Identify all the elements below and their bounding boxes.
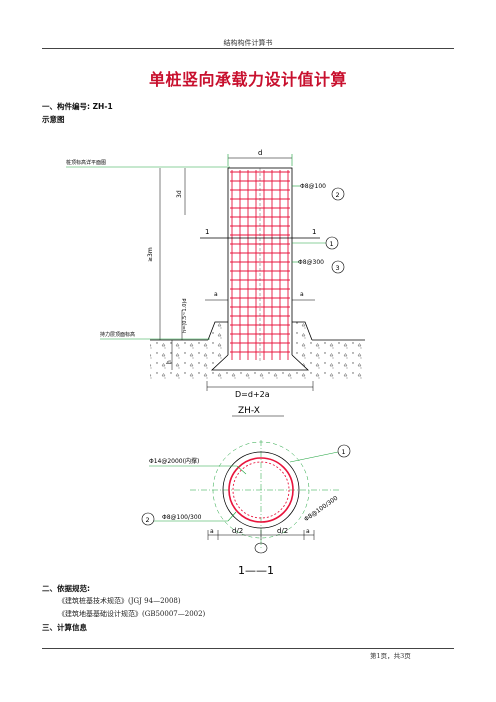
page-title: 单桩竖向承载力设计值计算 <box>148 70 347 89</box>
rebar-label-3: Φ8@300 <box>298 259 324 266</box>
reference-1: 《建筑桩基技术规范》(JGJ 94—2008) <box>58 597 181 605</box>
callout-2: 2 <box>336 191 340 199</box>
section-dim-a2: a <box>306 528 310 535</box>
section-dim-d2: d/2 <box>277 527 288 535</box>
section-main-label: Φ14@2000(内撑) <box>149 457 199 465</box>
dim-a-right: a <box>300 291 304 298</box>
stirrup-ring <box>228 457 294 523</box>
bearing-layer-label: 持力层顶面标高 <box>100 331 135 338</box>
section-callout-2-circle <box>141 512 155 526</box>
dim-d-label: d <box>258 149 262 157</box>
dim-3d: 3d <box>176 190 183 198</box>
dim-3m: ≥3m <box>147 247 154 262</box>
section-dim-a1: a <box>210 528 214 535</box>
section-3-heading: 三、计算信息 <box>42 623 87 632</box>
callout-1-circle <box>325 236 339 250</box>
main-bar-ring <box>232 461 290 519</box>
section-mark-left: 1 <box>205 228 209 236</box>
section-callout-1-circle <box>337 444 351 458</box>
dim-lower: h=(0.5~1.0)d <box>182 298 188 333</box>
callout-3-circle <box>331 260 345 274</box>
header-divider <box>42 48 454 49</box>
section-side-label: Φ8@100/300 <box>162 514 202 521</box>
pile-top-label: 桩顶标高详平面图 <box>66 159 106 166</box>
pile-outline-circle <box>222 451 300 529</box>
dim-h: h <box>166 360 173 364</box>
rebar-cage <box>231 170 289 360</box>
section-name-label: 1——1 <box>238 564 274 577</box>
rebar-label-1: Φ8@100 <box>300 183 326 190</box>
callout-3: 3 <box>336 264 340 272</box>
pile-name-label: ZH-X <box>238 406 260 416</box>
section-mark-right: 1 <box>312 228 316 236</box>
dim-a-left: a <box>214 291 218 298</box>
section-2-heading: 二、依据规范: <box>42 584 90 593</box>
footer-divider <box>42 648 454 649</box>
callout-1: 1 <box>330 240 334 248</box>
section-dim-d1: d/2 <box>232 527 243 535</box>
dim-D-label: D=d+2a <box>235 390 270 399</box>
callout-2-circle <box>331 187 345 201</box>
section-diagonal-label: Φ8@100/300 <box>303 495 339 523</box>
reference-2: 《建筑地基基础设计规范》(GB50007—2002) <box>58 610 206 618</box>
section-callout-1: 1 <box>342 448 346 456</box>
page-header: 结构构件计算书 <box>223 39 273 47</box>
soil-hatch <box>150 320 365 380</box>
section-1-heading: 一、构件编号: ZH-1 <box>42 102 113 111</box>
page-number: 第1页，共3页 <box>370 652 411 660</box>
section-callout-2: 2 <box>146 516 150 524</box>
section-1-subheading: 示意图 <box>42 115 65 124</box>
